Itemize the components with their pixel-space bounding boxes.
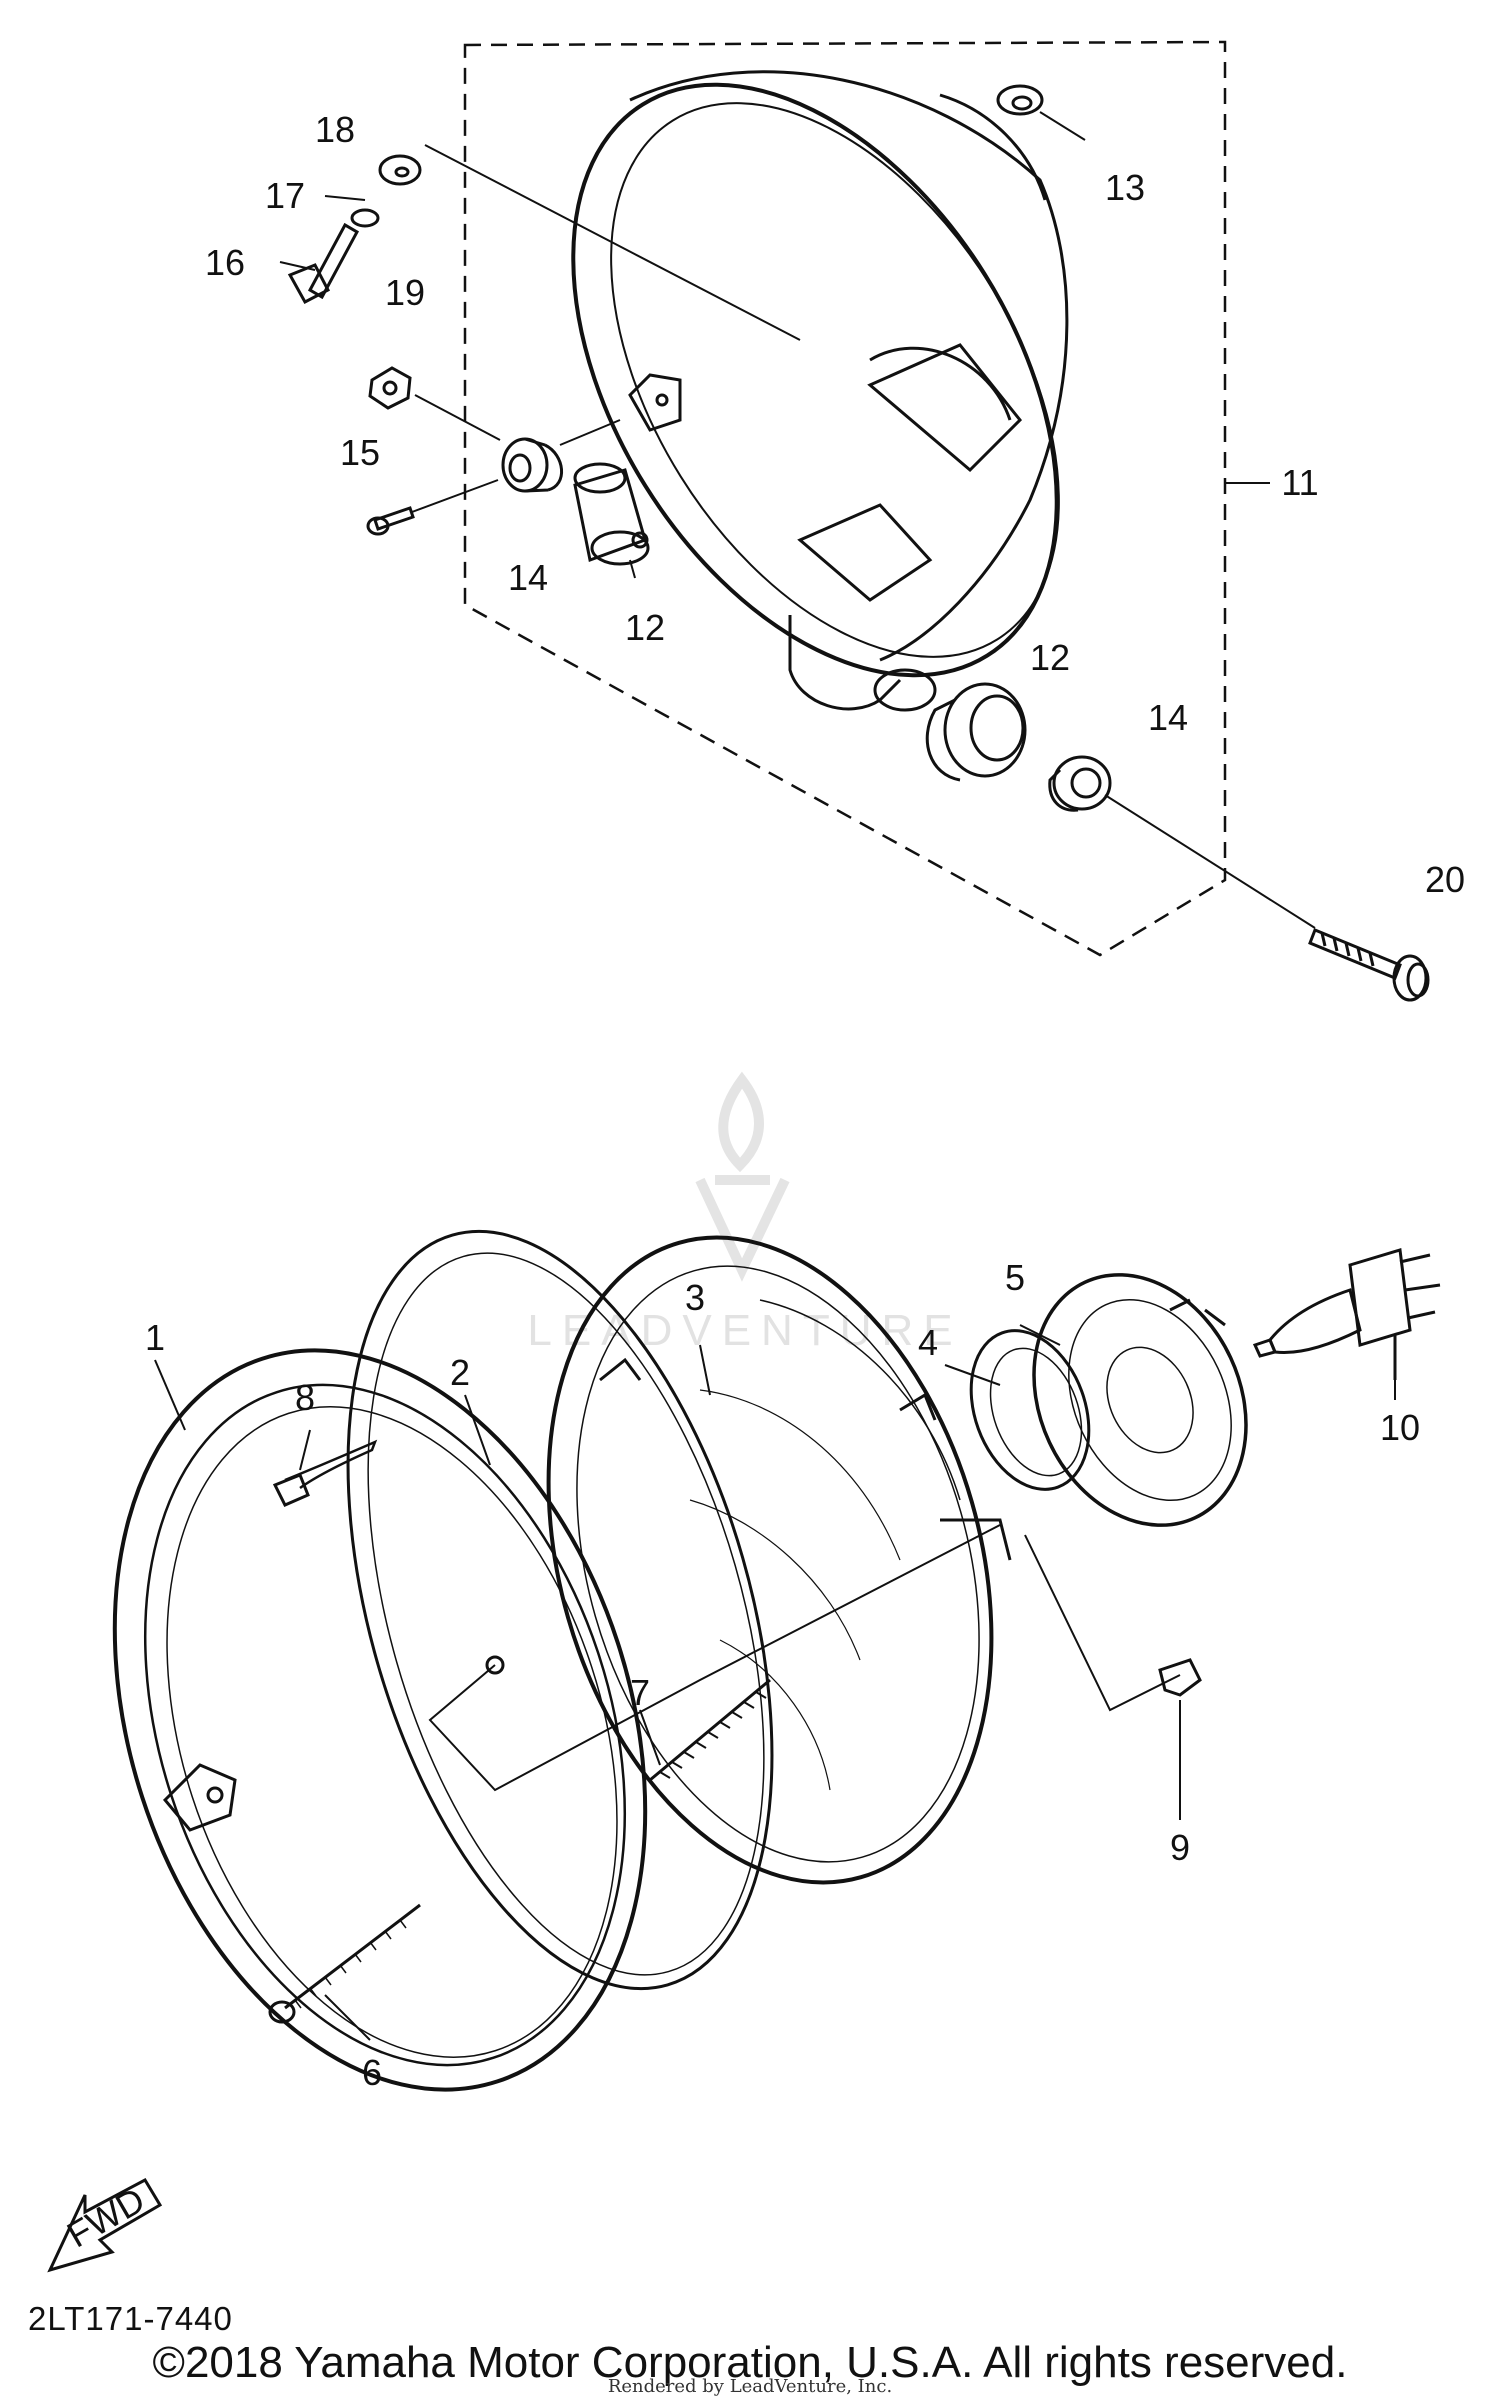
label-part-20: 20 [1425,859,1465,900]
label-part-1: 1 [145,1317,165,1358]
housing-assembly-11 [279,40,1430,1002]
label-part-12-left: 12 [625,607,665,648]
part-labels: 18 17 16 19 15 14 12 13 11 12 14 20 3 5 … [145,109,1465,2093]
label-part-3: 3 [685,1277,705,1318]
label-part-15: 15 [340,432,380,473]
label-part-14-left: 14 [508,557,548,598]
rendered-by-note: Rendered by LeadVenture, Inc. [607,2376,893,2397]
label-part-13: 13 [1105,167,1145,208]
label-part-16: 16 [205,242,245,283]
label-part-10: 10 [1380,1407,1420,1448]
forward-arrow-icon: FWD [47,2178,163,2273]
label-part-6: 6 [362,2052,382,2093]
label-part-17: 17 [265,175,305,216]
label-part-4: 4 [918,1322,938,1363]
label-part-8: 8 [295,1377,315,1418]
label-part-19: 19 [385,272,425,313]
label-part-18: 18 [315,109,355,150]
drawing-code: 2LT171-7440 [28,2300,233,2337]
label-part-9: 9 [1170,1827,1190,1868]
copyright-notice: ©2018 Yamaha Motor Corporation, U.S.A. A… [152,2338,1348,2387]
label-part-2: 2 [450,1352,470,1393]
label-part-5: 5 [1005,1257,1025,1298]
label-part-7: 7 [630,1672,650,1713]
label-part-11: 11 [1281,462,1318,503]
label-part-14-right: 14 [1148,697,1188,738]
label-part-12-right: 12 [1030,637,1070,678]
watermark-logo [695,1071,790,1282]
headlight-assembly [112,1229,1441,2092]
